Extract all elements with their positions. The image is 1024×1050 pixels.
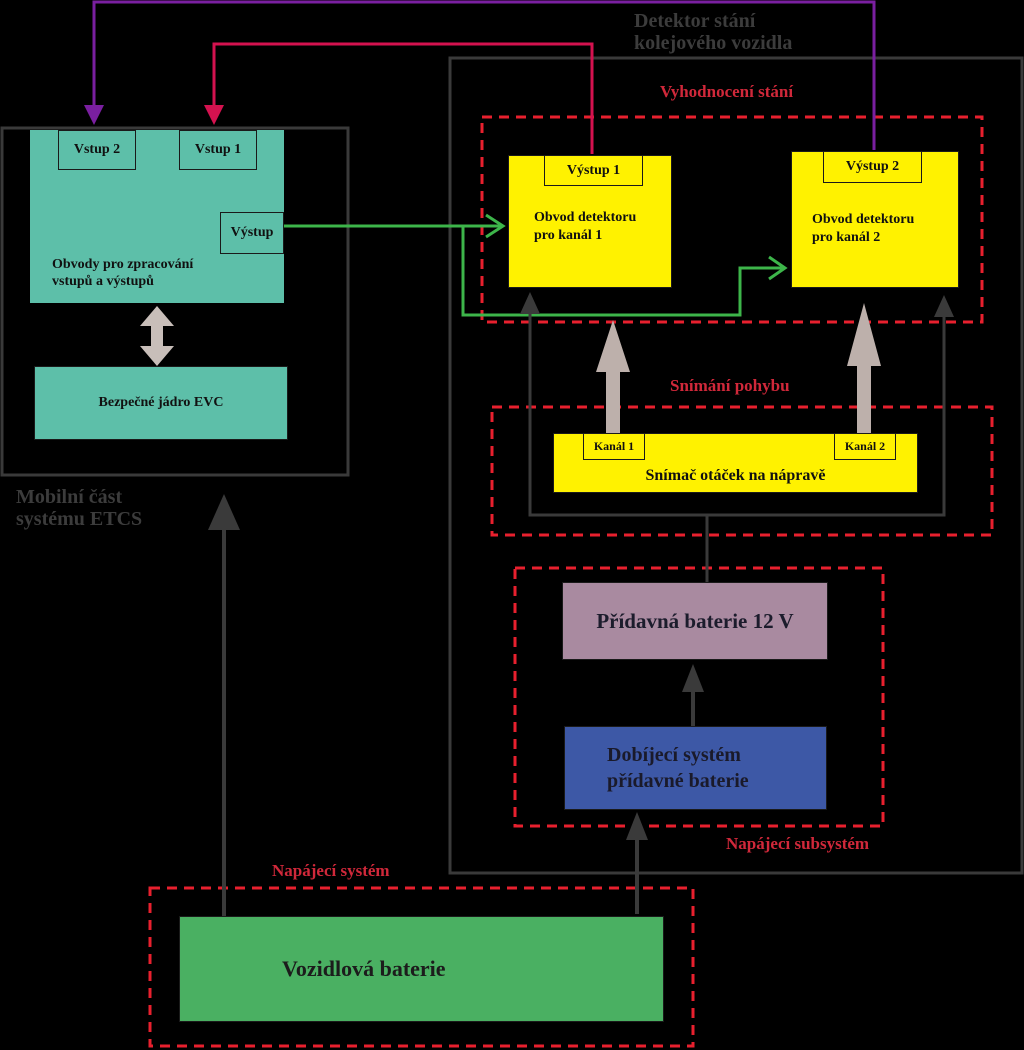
power-subsystem-frame [513,566,885,828]
detector-frame [448,56,1024,875]
purple-connection-line [92,0,876,150]
channel-2-title: Obvod detektoru pro kanál 2 [812,212,915,245]
channel-1-output-port: Výstup 1 [544,155,643,186]
evaluation-group-frame [480,115,984,324]
motion-arrow-channel-1 [596,320,630,433]
detector-channel-1-block [508,155,672,288]
auxiliary-battery-label: Přídavná baterie 12 V [596,608,794,633]
motion-arrow-channel-2 [847,303,881,433]
charger-label: Dobíjecí systém přídavné baterie [607,744,749,792]
power-system-frame [148,886,695,1048]
etcs-output-port: Výstup [220,212,284,254]
auxiliary-battery-block: Přídavná baterie 12 V [562,582,828,660]
evaluation-label: Vyhodnocení stání [660,82,794,101]
axle-sensor-label: Snímač otáček na nápravě [645,467,826,484]
etcs-title: Mobilní část systému ETCS [16,486,143,530]
input-1-port: Vstup 1 [179,130,257,170]
charger-block: Dobíjecí systém přídavné baterie [564,726,827,810]
power-arrowhead-channel-2 [934,295,954,317]
io-processing-label: Obvody pro zpracování vstupů a výstupů [52,257,194,289]
power-arrowhead-channel-1 [520,292,540,314]
green-arrowhead-channel-2 [768,255,788,281]
motion-group-frame [490,405,994,537]
green-line-to-channel-2 [461,226,785,317]
vehicle-to-charger-arrowhead [626,812,648,840]
power-line-detector-2 [707,312,946,517]
io-processing-block [30,130,284,303]
green-arrowhead-channel-1 [485,213,506,239]
channel-2-output-port: Výstup 2 [823,151,922,183]
crimson-arrowhead [204,105,224,125]
power-line-detector [528,302,709,582]
sensor-channel-2-port: Kanál 2 [834,433,896,460]
safe-kernel-block: Bezpečné jádro EVC [34,366,288,440]
vehicle-to-etcs-arrowhead [208,494,240,530]
sensor-channel-1-port: Kanál 1 [583,433,645,460]
detector-title: Detektor stání kolejového vozidla [634,10,793,54]
channel-1-title: Obvod detektoru pro kanál 1 [534,210,637,243]
vehicle-battery-block: Vozidlová baterie [179,916,664,1022]
input-2-port: Vstup 2 [58,130,136,170]
power-subsystem-label: Napájecí subsystém [726,834,870,853]
purple-arrowhead [84,105,104,125]
charger-to-battery-arrowhead [682,664,704,692]
io-kernel-double-arrow [140,306,174,366]
detector-channel-2-block [791,151,959,288]
crimson-connection-line [212,42,594,154]
etcs-frame [0,126,350,477]
axle-sensor-block: Snímač otáček na nápravě [553,433,918,493]
vehicle-battery-label: Vozidlová baterie [282,956,446,981]
safe-kernel-label: Bezpečné jádro EVC [98,395,224,410]
power-system-label: Napájecí systém [272,861,390,880]
motion-label: Snímání pohybu [670,376,790,395]
